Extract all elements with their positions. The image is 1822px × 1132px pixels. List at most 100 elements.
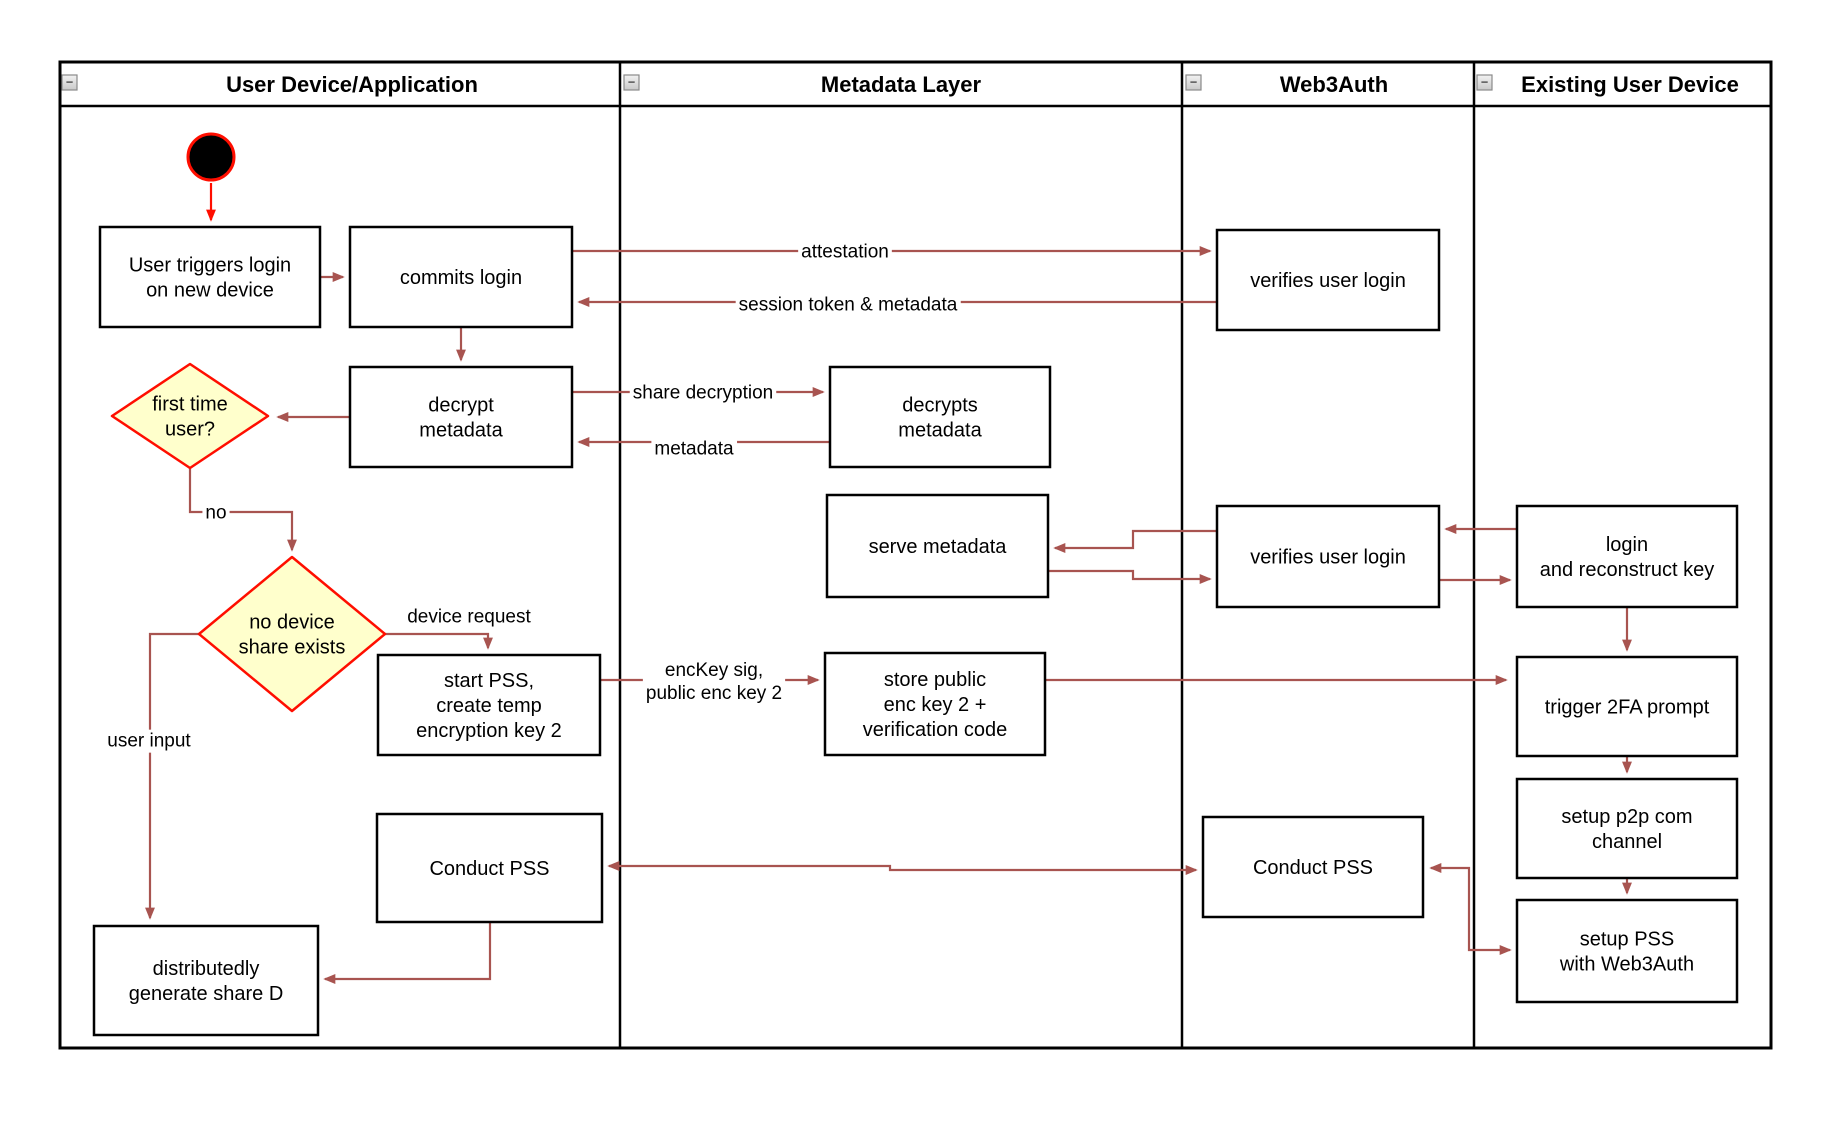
node-label: start PSS, [444,670,534,692]
edge-no-branch[interactable] [188,468,297,552]
collapse-button-box [1476,74,1493,91]
node-label: decrypt [428,395,494,417]
label-enckey-sig: encKey sig,public enc key 2 [642,659,786,706]
node-serve-metadata[interactable]: serve metadata [825,493,1050,599]
node-label: encryption key 2 [416,720,562,742]
node-label: on new device [146,280,274,302]
label-metadata: metadata [651,437,738,461]
node-decrypts-metadata[interactable]: decrypts metadata [828,365,1052,469]
node-box [1515,898,1739,1004]
edge-setup-pss-conduct-pss[interactable] [1429,863,1512,955]
decision-diamond [110,362,270,470]
edge-label-bg [735,293,961,317]
lane-title: Web3Auth [1280,72,1388,97]
node-box [1215,504,1441,609]
node-box [348,365,574,469]
node-label: share exists [239,637,346,659]
edge-label-bg [202,501,230,525]
start-node[interactable] [186,132,236,182]
edge-label-bg [642,659,786,706]
collapse-button[interactable]: − [1185,74,1202,91]
node-label: commits login [400,267,522,289]
edge-label-text: share decryption [633,383,773,404]
node-box [828,365,1052,469]
node-decrypt-metadata[interactable]: decrypt metadata [348,365,574,469]
label-user-input: user input [104,729,195,753]
lane-title: User Device/Application [226,72,478,97]
lane-header-lane-metadata[interactable]: Metadata Layer− [623,72,982,97]
node-box [825,493,1050,599]
edge-label-bg [104,729,195,753]
node-label: verification code [863,719,1008,741]
collapse-button[interactable]: − [1476,74,1493,91]
node-commits-login[interactable]: commits login [348,225,574,329]
edge-label-text: encKey sig, [665,660,763,681]
node-box [348,225,574,329]
collapse-button[interactable]: − [623,74,640,91]
edge-user-input-path[interactable] [145,632,199,920]
node-label: metadata [898,420,982,442]
node-box [1515,655,1739,758]
node-conduct-pss-web3auth[interactable]: Conduct PSS [1201,815,1425,919]
node-verifies-user-login-1[interactable]: verifies user login [1215,228,1441,332]
collapse-button[interactable]: − [61,74,78,91]
node-label: verifies user login [1250,547,1406,569]
edge-label-text: session token & metadata [739,295,958,316]
decision-diamond [197,555,387,713]
label-session-token: session token & metadata [735,293,961,317]
edge-label-text: attestation [801,242,889,263]
edge-device-request[interactable] [385,632,493,650]
edge-label-text: device request [407,607,531,628]
node-box [1201,815,1425,919]
label-device-request: device request [404,605,535,629]
node-trigger-2fa-prompt[interactable]: trigger 2FA prompt [1515,655,1739,758]
node-box [823,651,1047,757]
label-share-decryption: share decryption [629,381,777,405]
node-box [1515,504,1739,609]
label-no: no [202,501,230,525]
node-label: metadata [419,420,503,442]
node-label: enc key 2 + [884,694,987,716]
lane-header-lane-web3auth[interactable]: Web3Auth − [1185,72,1388,97]
node-label: distributedly [153,958,260,980]
edge-label-bg [629,381,777,405]
node-label: setup PSS [1580,929,1675,951]
node-label: User triggers login [129,255,291,277]
edge-serve-to-verifies[interactable] [1048,569,1212,584]
minus-icon: − [628,75,636,90]
node-label: decrypts [902,395,978,417]
node-label: first time [152,394,228,416]
node-verifies-user-login-2[interactable]: verifies user login [1215,504,1441,609]
edge-conduct-to-distributed[interactable] [323,922,492,984]
lane-title: Existing User Device [1521,72,1739,97]
node-label: setup p2p com [1561,806,1692,828]
edge-label-bg [651,437,738,461]
minus-icon: − [66,75,74,90]
edge-label-text: no [205,503,226,524]
minus-icon: − [1190,75,1198,90]
node-user-triggers-login[interactable]: User triggers login on new device [98,225,322,329]
edge-label-text: public enc key 2 [646,683,782,704]
lane-header-lane-existing-device[interactable]: Existing User Device − [1476,72,1739,97]
node-label: Conduct PSS [1253,857,1373,879]
edge-verifies-to-serve[interactable] [1053,529,1217,553]
node-conduct-pss-user[interactable]: Conduct PSS [375,812,604,924]
edge-label-bg [404,605,535,629]
node-box [1215,228,1441,332]
collapse-button-box [623,74,640,91]
lane-header-lane-user-device[interactable]: User Device/Application − [61,72,478,97]
edge-conduct-pss-long[interactable] [607,861,1198,875]
node-box [376,653,602,757]
label-attestation: attestation [798,240,892,264]
node-label: serve metadata [869,536,1008,558]
